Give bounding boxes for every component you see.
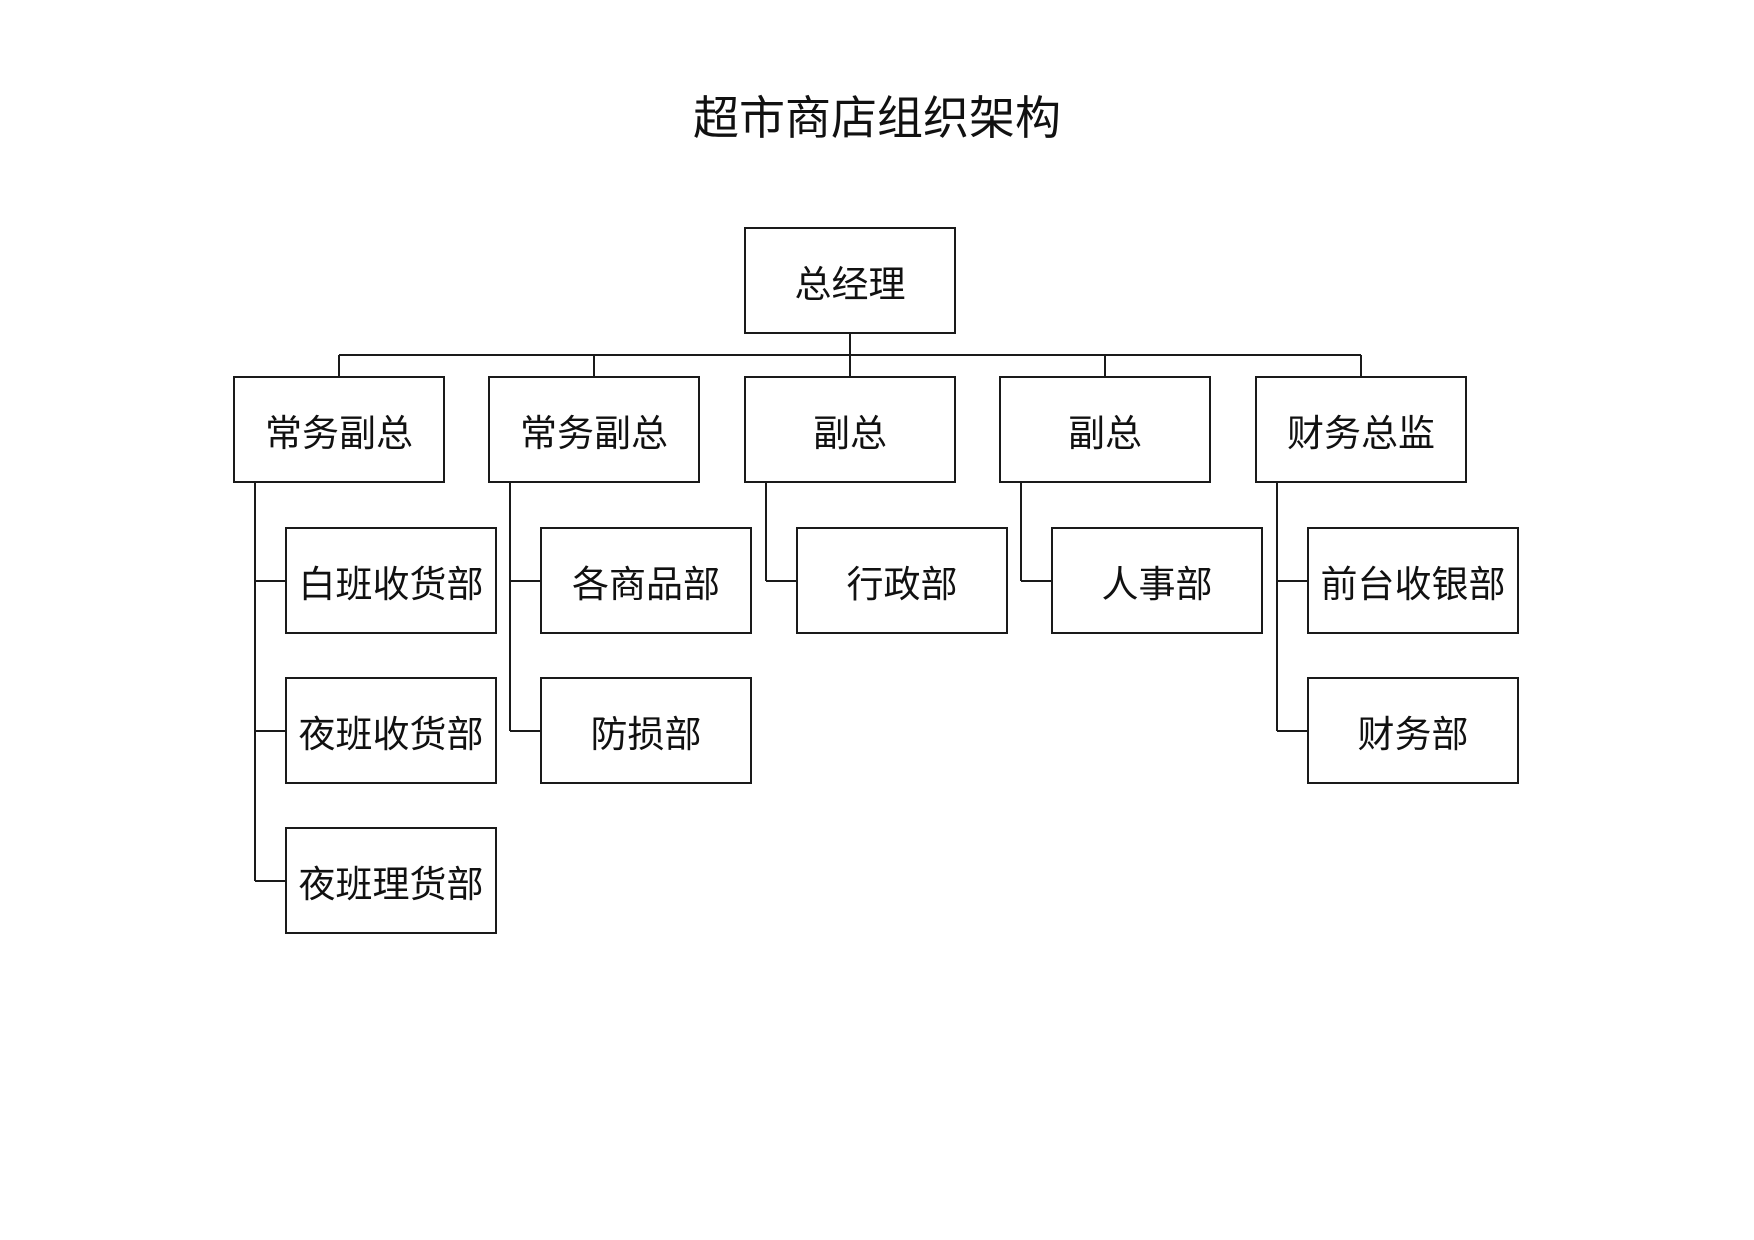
node-division-5: 财务总监 — [1255, 376, 1467, 483]
node-dept-front-cashier: 前台收银部 — [1307, 527, 1519, 634]
node-dept-human-resources: 人事部 — [1051, 527, 1263, 634]
node-dept-finance: 财务部 — [1307, 677, 1519, 784]
node-general-manager: 总经理 — [744, 227, 956, 334]
node-dept-day-receiving: 白班收货部 — [285, 527, 497, 634]
node-dept-merchandise: 各商品部 — [540, 527, 752, 634]
chart-title: 超市商店组织架构 — [693, 91, 1061, 145]
node-division-2: 常务副总 — [488, 376, 700, 483]
node-division-3: 副总 — [744, 376, 956, 483]
node-division-1: 常务副总 — [233, 376, 445, 483]
node-dept-night-stocking: 夜班理货部 — [285, 827, 497, 934]
node-dept-loss-prevention: 防损部 — [540, 677, 752, 784]
node-division-4: 副总 — [999, 376, 1211, 483]
node-dept-night-receiving: 夜班收货部 — [285, 677, 497, 784]
node-dept-administration: 行政部 — [796, 527, 1008, 634]
